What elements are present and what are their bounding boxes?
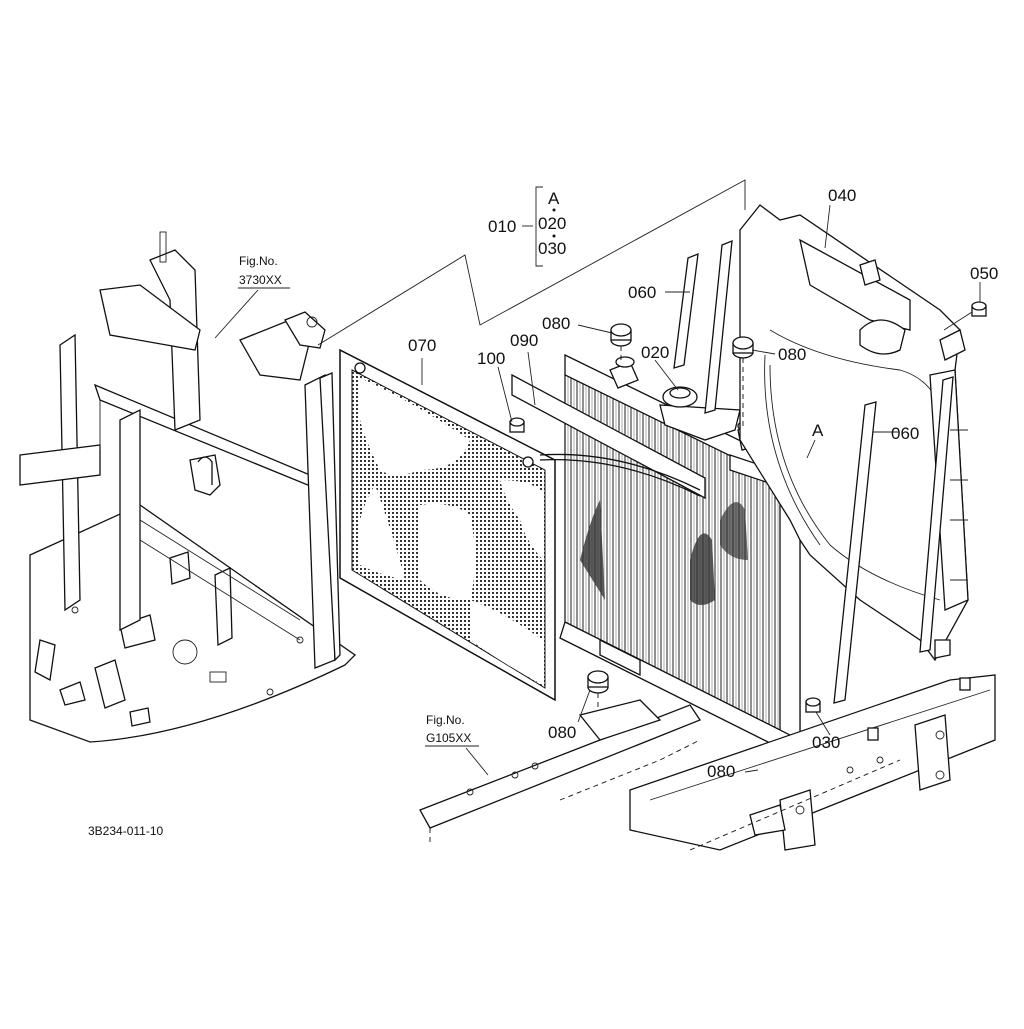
- callout-080-bottom-left: 080: [548, 723, 576, 742]
- assembly-part: 010: [488, 217, 516, 236]
- radiator-screen: [339, 348, 556, 702]
- callout-040: 040: [828, 186, 856, 205]
- callout-060-right: 060: [891, 424, 919, 443]
- callout-020: 020: [641, 343, 669, 362]
- drawing-code: 3B234-011-10: [88, 824, 163, 838]
- callout-060-left: 060: [628, 283, 656, 302]
- callout-030: 030: [812, 733, 840, 752]
- assembly-item-030: 030: [538, 239, 566, 258]
- radiator-core: [511, 353, 802, 752]
- callout-080-top-left: 080: [542, 314, 570, 333]
- callout-labels: 040 050 060 060 070 080 080 080 080 090 …: [408, 186, 998, 781]
- fasteners: [509, 301, 987, 713]
- seal-strips: [673, 239, 954, 704]
- callout-100: 100: [477, 349, 505, 368]
- callout-A: A: [812, 421, 824, 440]
- callout-080-top-right: 080: [778, 345, 806, 364]
- assembly-item-020: 020: [538, 214, 566, 233]
- callout-070: 070: [408, 336, 436, 355]
- assembly-item-A: A: [548, 189, 560, 208]
- fig-ref-prefix: Fig.No.: [239, 254, 278, 268]
- assembly-group-010: 010 A 020 030: [488, 186, 566, 267]
- callout-050: 050: [970, 264, 998, 283]
- fig-reference-g105: Fig.No. G105XX: [425, 713, 479, 747]
- fig-reference-3730: Fig.No. 3730XX: [238, 254, 290, 289]
- callout-090: 090: [510, 331, 538, 350]
- callout-080-bottom-right: 080: [707, 762, 735, 781]
- fig-ref-code: G105XX: [426, 731, 471, 745]
- chassis-rails: [419, 674, 996, 851]
- leader-lines: [214, 204, 981, 776]
- machine-frame: [19, 179, 746, 743]
- fig-ref-prefix: Fig.No.: [426, 713, 465, 727]
- fig-ref-code: 3730XX: [239, 273, 282, 287]
